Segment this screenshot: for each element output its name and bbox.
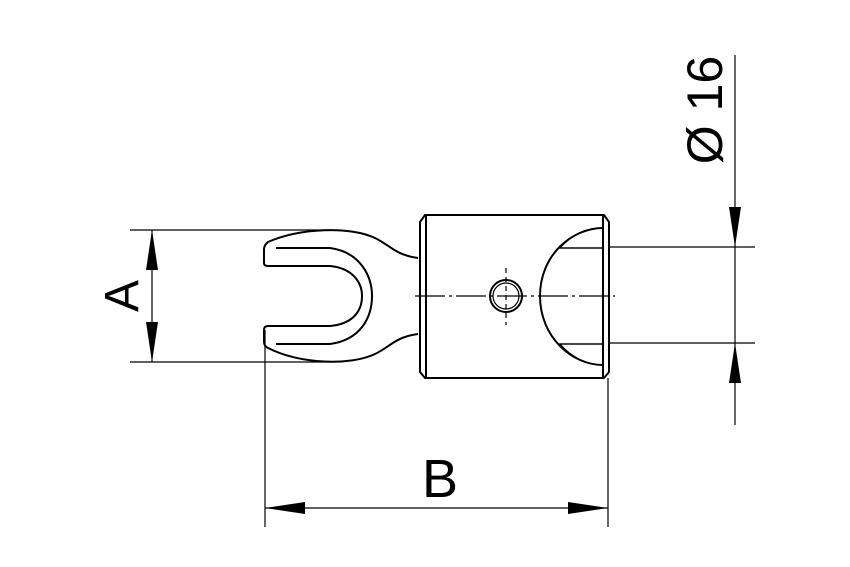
dimension-a-label: A	[96, 280, 149, 312]
dimension-diameter	[610, 55, 755, 425]
dimension-b-label: B	[422, 449, 458, 509]
fork-part	[263, 229, 419, 363]
dimension-diameter-label: Ø 16	[677, 56, 733, 164]
dimension-b	[264, 330, 609, 527]
dimension-a	[130, 229, 330, 363]
